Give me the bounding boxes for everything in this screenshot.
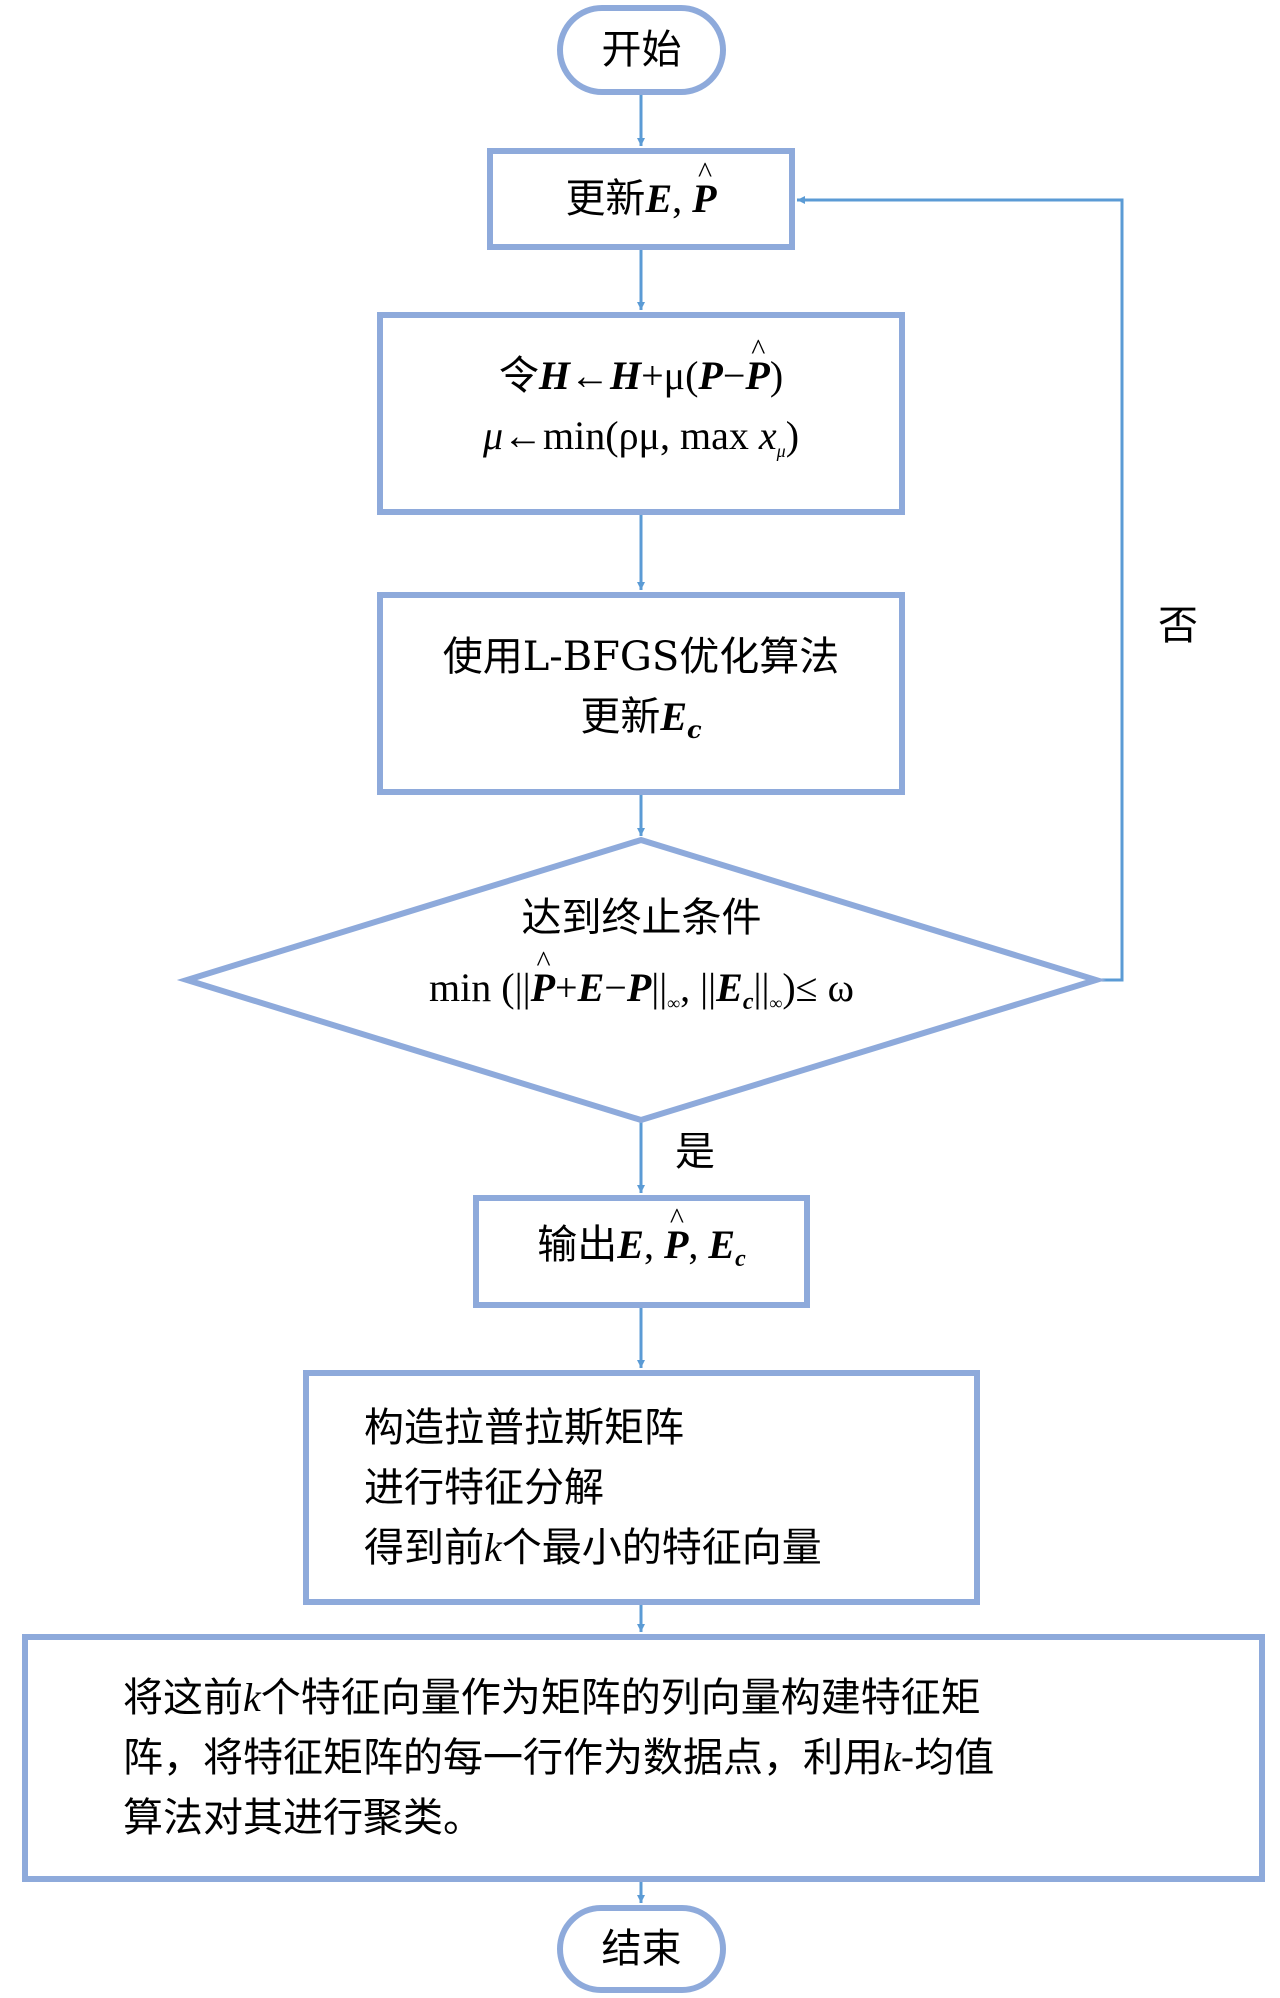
decision-diamond [176, 836, 1107, 1124]
lbfgs-line1: 使用L-BFGS优化算法 [442, 634, 840, 680]
output-text: 输出E, P, Ec [537, 1215, 745, 1289]
lbfgs-box: 使用L-BFGS优化算法 更新Ec [377, 592, 905, 795]
arrow-decision-no-loop [797, 196, 1124, 982]
lbfgs-line2: 更新Ec [580, 694, 702, 744]
end-terminal: 结束 [557, 1905, 726, 1993]
update-mu-line: μ←min(ρμ, max xμ) [482, 413, 800, 461]
start-label: 开始 [601, 27, 682, 73]
laplacian-line1: 构造拉普拉斯矩阵 [364, 1404, 684, 1451]
update-h-mu-box: 令H←H+μ(P−P) μ←min(ρμ, max xμ) [377, 312, 905, 515]
laplacian-line2: 进行特征分解 [364, 1464, 604, 1511]
no-label: 否 [1158, 603, 1198, 649]
update-e-p-text: 更新E, P [565, 169, 716, 229]
cluster-line1: 将这前k个特征向量作为矩阵的列向量构建特征矩 [123, 1675, 981, 1721]
laplacian-line3: 得到前k个最小的特征向量 [364, 1524, 822, 1571]
decision-line2: min (||P+E−P||∞, ||Ec||∞)≤ ω [185, 958, 1098, 1033]
yes-label: 是 [675, 1129, 715, 1175]
laplacian-box: 构造拉普拉斯矩阵 进行特征分解 得到前k个最小的特征向量 [303, 1370, 980, 1605]
cluster-line2: 阵，将特征矩阵的每一行作为数据点，利用k-均值 [123, 1735, 995, 1781]
end-label: 结束 [601, 1926, 682, 1972]
cluster-box: 将这前k个特征向量作为矩阵的列向量构建特征矩 阵，将特征矩阵的每一行作为数据点，… [22, 1634, 1265, 1882]
start-terminal: 开始 [557, 5, 726, 95]
decision-line1: 达到终止条件 [521, 895, 762, 941]
update-e-p-box: 更新E, P [487, 148, 795, 250]
update-h-line: 令H←H+μ(P−P) [499, 346, 783, 406]
output-box: 输出E, P, Ec [473, 1195, 810, 1308]
cluster-line3: 算法对其进行聚类。 [123, 1795, 483, 1841]
